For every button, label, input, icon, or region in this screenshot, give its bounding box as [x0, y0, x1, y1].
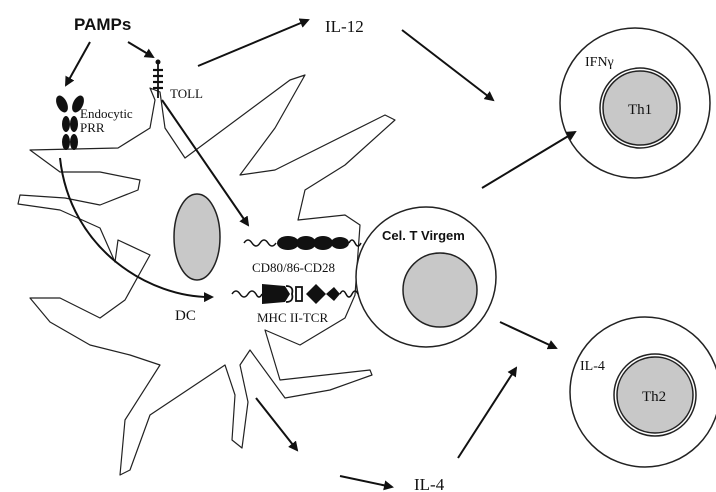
arrow-il4-to-th2 — [458, 368, 516, 458]
cd80-cd28-complex-icon — [244, 236, 361, 250]
il4-right-label: IL-4 — [580, 359, 605, 374]
il12-label: IL-12 — [325, 17, 364, 36]
dc-nucleus — [174, 194, 220, 280]
arrow-pamps-to-toll — [128, 42, 153, 57]
toll-receptor-icon — [153, 60, 163, 99]
pamps-label: PAMPs — [74, 15, 131, 34]
cd80-cd28-label: CD80/86-CD28 — [252, 260, 335, 275]
arrow-dc-to-il4 — [256, 398, 297, 450]
arrow-to-il4-bottom — [340, 476, 392, 487]
naive-t-cell-nucleus — [403, 253, 477, 327]
th1-label: Th1 — [628, 102, 652, 118]
il4-bottom-label: IL-4 — [414, 475, 445, 492]
arrow-il12-to-th1 — [402, 30, 493, 100]
toll-label: TOLL — [170, 86, 203, 101]
arrow-pamps-to-prr — [66, 42, 90, 85]
ifn-gamma-label: IFNγ — [585, 55, 614, 70]
mhc-tcr-complex-icon — [232, 284, 358, 304]
mhc-tcr-label: MHC II-TCR — [257, 310, 328, 325]
arrow-toll-to-il12 — [198, 20, 308, 66]
cel-t-virgem-label: Cel. T Virgem — [382, 228, 465, 243]
prr-label: PRR — [80, 120, 105, 135]
arrow-tcell-to-th2 — [500, 322, 556, 348]
th2-label: Th2 — [642, 389, 666, 405]
dc-label: DC — [175, 308, 196, 324]
arrow-tcell-to-th1 — [482, 132, 575, 188]
endocytic-label: Endocytic — [80, 106, 133, 121]
